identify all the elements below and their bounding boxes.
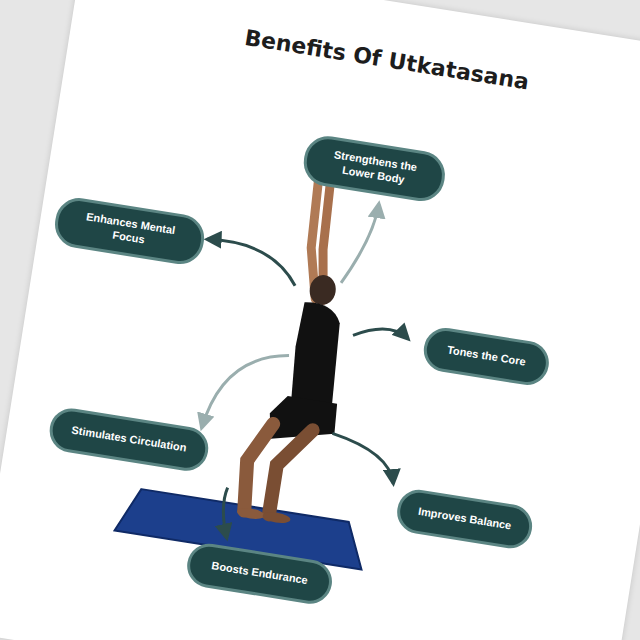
leader-arrow bbox=[202, 344, 289, 440]
leader-arrow bbox=[341, 200, 379, 287]
leader-arrow bbox=[202, 238, 300, 286]
leader-arrow bbox=[326, 433, 399, 483]
leader-arrow bbox=[218, 487, 234, 538]
benefit-text: Tones the Core bbox=[438, 342, 535, 371]
benefit-text: Enhances Mental Focus bbox=[68, 208, 191, 254]
benefit-text: Boosts Endurance bbox=[201, 558, 318, 590]
benefit-text: Strengthens the Lower Body bbox=[317, 146, 432, 191]
benefit-text: Stimulates Circulation bbox=[64, 423, 195, 457]
benefit-text: Improves Balance bbox=[411, 504, 518, 534]
person-figure bbox=[236, 162, 375, 530]
leader-arrow bbox=[353, 324, 409, 344]
